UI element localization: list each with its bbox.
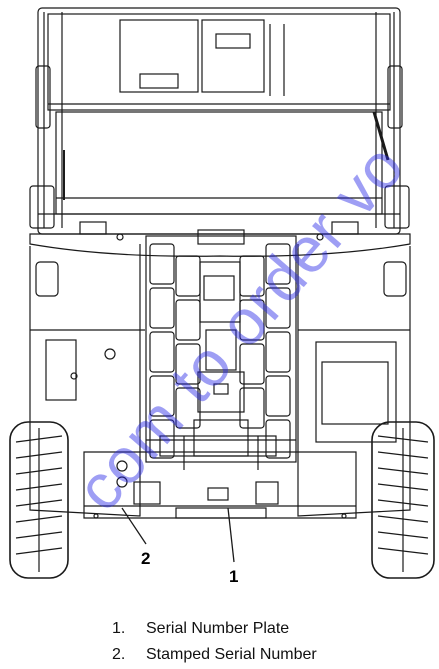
platform-guardrail <box>29 7 410 235</box>
scissor-stack <box>145 229 297 463</box>
left-tire <box>9 421 69 579</box>
legend-label: Stamped Serial Number <box>146 646 317 663</box>
platform-deck-edge <box>29 221 411 257</box>
rear-frame <box>83 435 357 519</box>
callout-2: 2 <box>141 549 151 568</box>
callout-1: 1 <box>229 567 239 586</box>
leader-line-1 <box>227 507 235 563</box>
legend-label: Serial Number Plate <box>146 620 290 637</box>
right-tire <box>371 421 435 579</box>
legend-number: 1. <box>112 620 126 637</box>
legend-number: 2. <box>112 646 126 663</box>
legend-item-2: 2. Stamped Serial Number <box>112 646 317 664</box>
chassis-side-panels <box>29 244 411 517</box>
legend-item-1: 1. Serial Number Plate <box>112 620 289 638</box>
leader-line-2 <box>121 507 147 545</box>
machine-rear-view-drawing <box>9 7 435 579</box>
